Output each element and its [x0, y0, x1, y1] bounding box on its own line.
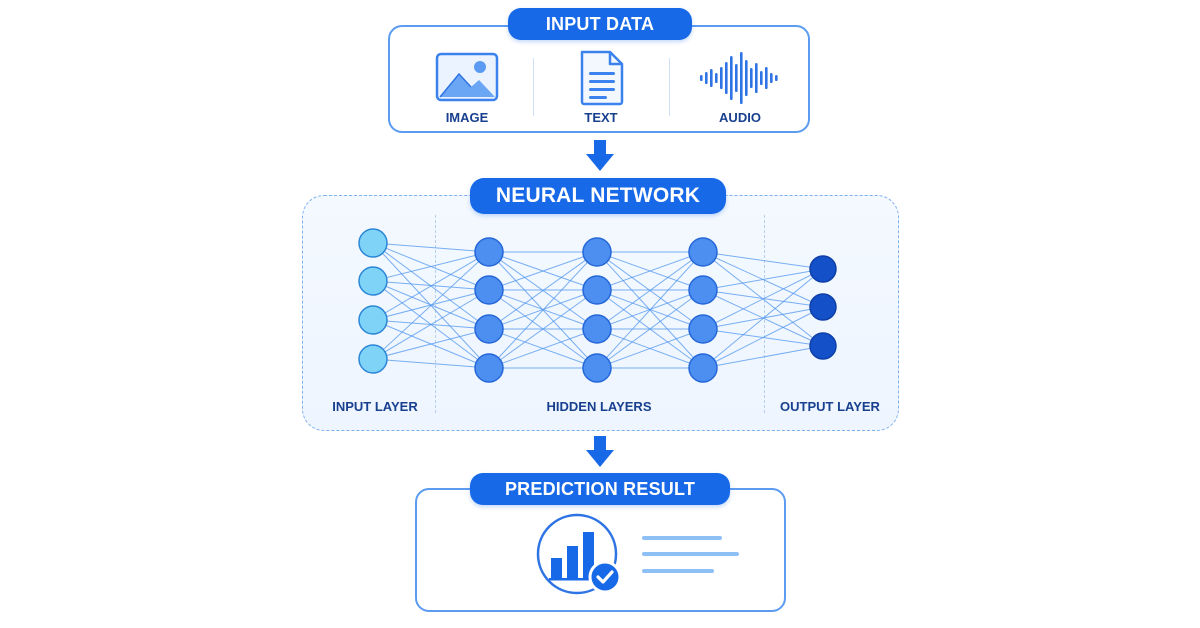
waveform-bar	[745, 60, 748, 96]
input-item-image-label: IMAGE	[445, 110, 489, 125]
network-graph	[302, 195, 899, 431]
input-divider-1	[533, 58, 534, 116]
arrow-down-icon	[585, 140, 615, 172]
network-connection	[488, 289, 598, 369]
network-connection	[702, 268, 824, 330]
network-connection	[596, 289, 704, 369]
waveform-bar	[710, 69, 713, 87]
hidden-layer-node	[582, 237, 612, 267]
network-connection	[596, 251, 704, 369]
hidden-layer-node	[688, 275, 718, 305]
waveform-bar	[725, 62, 728, 94]
input-layer-node	[358, 344, 388, 374]
hidden-layer-node	[582, 353, 612, 383]
network-connection	[702, 268, 824, 369]
network-connection	[372, 242, 490, 253]
input-layer-node	[358, 266, 388, 296]
network-connection	[372, 251, 490, 282]
input-layer-divider	[435, 215, 436, 413]
input-divider-2	[669, 58, 670, 116]
network-connection	[372, 328, 490, 360]
network-connection	[488, 251, 598, 369]
hidden-layer-node	[582, 314, 612, 344]
document-icon	[578, 50, 626, 106]
waveform-bar	[700, 75, 703, 81]
network-connection	[488, 328, 598, 369]
network-connection	[372, 251, 490, 321]
waveform-bar	[755, 63, 758, 93]
output-layer-node	[809, 332, 837, 360]
hidden-layer-node	[474, 353, 504, 383]
network-connection	[372, 251, 490, 360]
waveform-bar	[735, 64, 738, 92]
output-layer-node	[809, 293, 837, 321]
arrow-down-icon	[585, 436, 615, 468]
network-connection	[702, 268, 824, 291]
network-connection	[702, 345, 824, 369]
waveform-bar	[760, 71, 763, 85]
bar-chart-check-icon	[533, 512, 625, 598]
waveform-bar	[740, 52, 743, 104]
hidden-layer-node	[688, 353, 718, 383]
output-layer-label: OUTPUT LAYER	[780, 399, 880, 414]
network-connection	[596, 328, 704, 369]
hidden-layer-node	[688, 314, 718, 344]
network-connection	[488, 251, 598, 291]
result-text-line	[642, 552, 739, 556]
input-layer-label: INPUT LAYER	[332, 399, 418, 414]
network-connection	[596, 251, 704, 330]
hidden-layers-label: HIDDEN LAYERS	[546, 399, 652, 414]
waveform-bar	[770, 73, 773, 83]
waveform-bar	[765, 67, 768, 89]
network-connection	[702, 306, 824, 369]
result-text-line	[642, 536, 722, 540]
neural-network-title: NEURAL NETWORK	[470, 178, 726, 214]
input-item-text-label: TEXT	[584, 110, 618, 125]
waveform-bar	[775, 75, 778, 81]
hidden-layer-node	[582, 275, 612, 305]
hidden-layer-node	[474, 237, 504, 267]
input-layer-node	[358, 305, 388, 335]
network-connection	[596, 251, 704, 291]
result-text-line	[642, 569, 714, 573]
hidden-layer-node	[474, 314, 504, 344]
hidden-layer-node	[688, 237, 718, 267]
waveform-bar	[720, 67, 723, 89]
output-layer-divider	[764, 215, 765, 413]
network-connection	[488, 251, 598, 330]
waveform-bar	[715, 73, 718, 83]
input-item-audio-label: AUDIO	[719, 110, 761, 125]
waveform-bar	[730, 56, 733, 100]
input-data-title: INPUT DATA	[508, 8, 692, 40]
audio-waveform-icon	[696, 50, 784, 106]
hidden-layer-node	[474, 275, 504, 305]
network-connection	[702, 251, 824, 270]
input-layer-node	[358, 228, 388, 258]
waveform-bar	[705, 72, 708, 84]
network-connection	[372, 358, 490, 369]
network-connection	[372, 289, 490, 360]
output-layer-node	[809, 255, 837, 283]
waveform-bar	[750, 68, 753, 88]
prediction-result-title: PREDICTION RESULT	[470, 473, 730, 505]
image-icon	[435, 52, 499, 102]
